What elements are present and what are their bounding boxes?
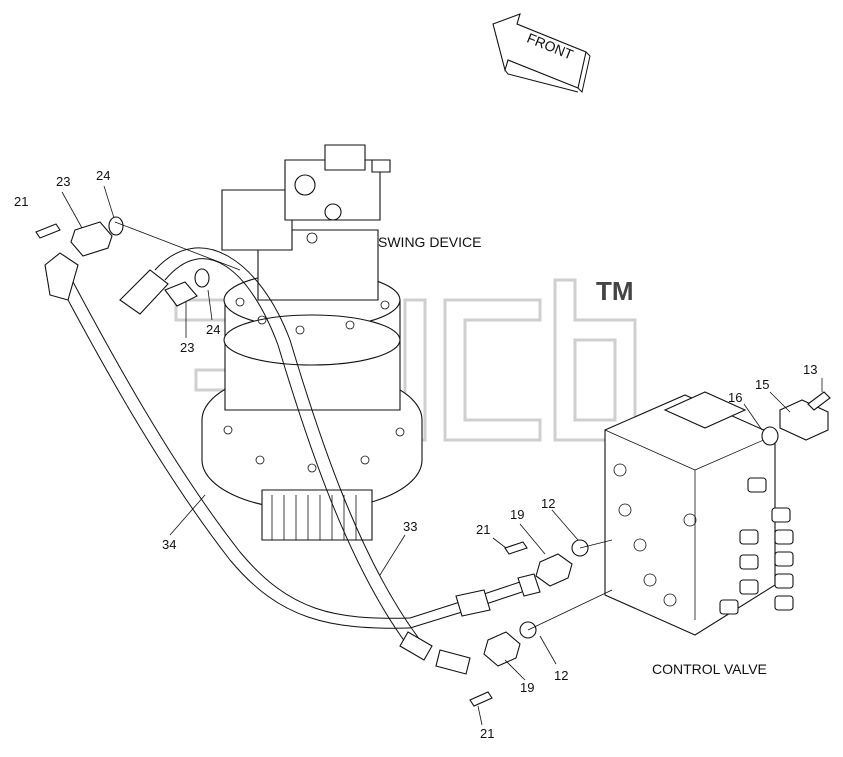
callout-21-top: 21 (14, 194, 28, 209)
callout-21-low: 21 (480, 726, 494, 741)
callout-23-top: 23 (56, 174, 70, 189)
callout-12-low: 12 (554, 668, 568, 683)
callout-24-mid: 24 (206, 322, 220, 337)
top-fitting-set (35, 185, 241, 338)
callout-16: 16 (728, 390, 742, 405)
callout-34: 34 (162, 537, 176, 552)
valve-port-cover-set (743, 378, 831, 446)
control-valve: CONTROL VALVE (604, 391, 794, 677)
callout-15: 15 (755, 377, 769, 392)
callout-23-mid: 23 (180, 340, 194, 355)
callout-19-mid: 19 (510, 507, 524, 522)
hose-33 (119, 247, 471, 675)
front-direction-arrow: FRONT (492, 13, 591, 93)
low-fitting-set (469, 589, 613, 726)
callout-12-mid: 12 (541, 496, 555, 511)
callout-21-mid: 21 (476, 522, 490, 537)
swing-device: SWING DEVICE (201, 144, 481, 541)
swing-device-label: SWING DEVICE (378, 234, 481, 250)
callout-33: 33 (403, 519, 417, 534)
callout-13: 13 (803, 362, 817, 377)
control-valve-label: CONTROL VALVE (652, 661, 767, 677)
mid-fitting-set (492, 509, 613, 587)
callout-24-top: 24 (96, 168, 110, 183)
hose-34 (44, 252, 541, 629)
watermark-tm: TM (596, 276, 634, 306)
callouts: 21 23 24 24 23 13 15 16 34 33 21 19 12 1… (14, 168, 817, 741)
callout-19-low: 19 (520, 680, 534, 695)
